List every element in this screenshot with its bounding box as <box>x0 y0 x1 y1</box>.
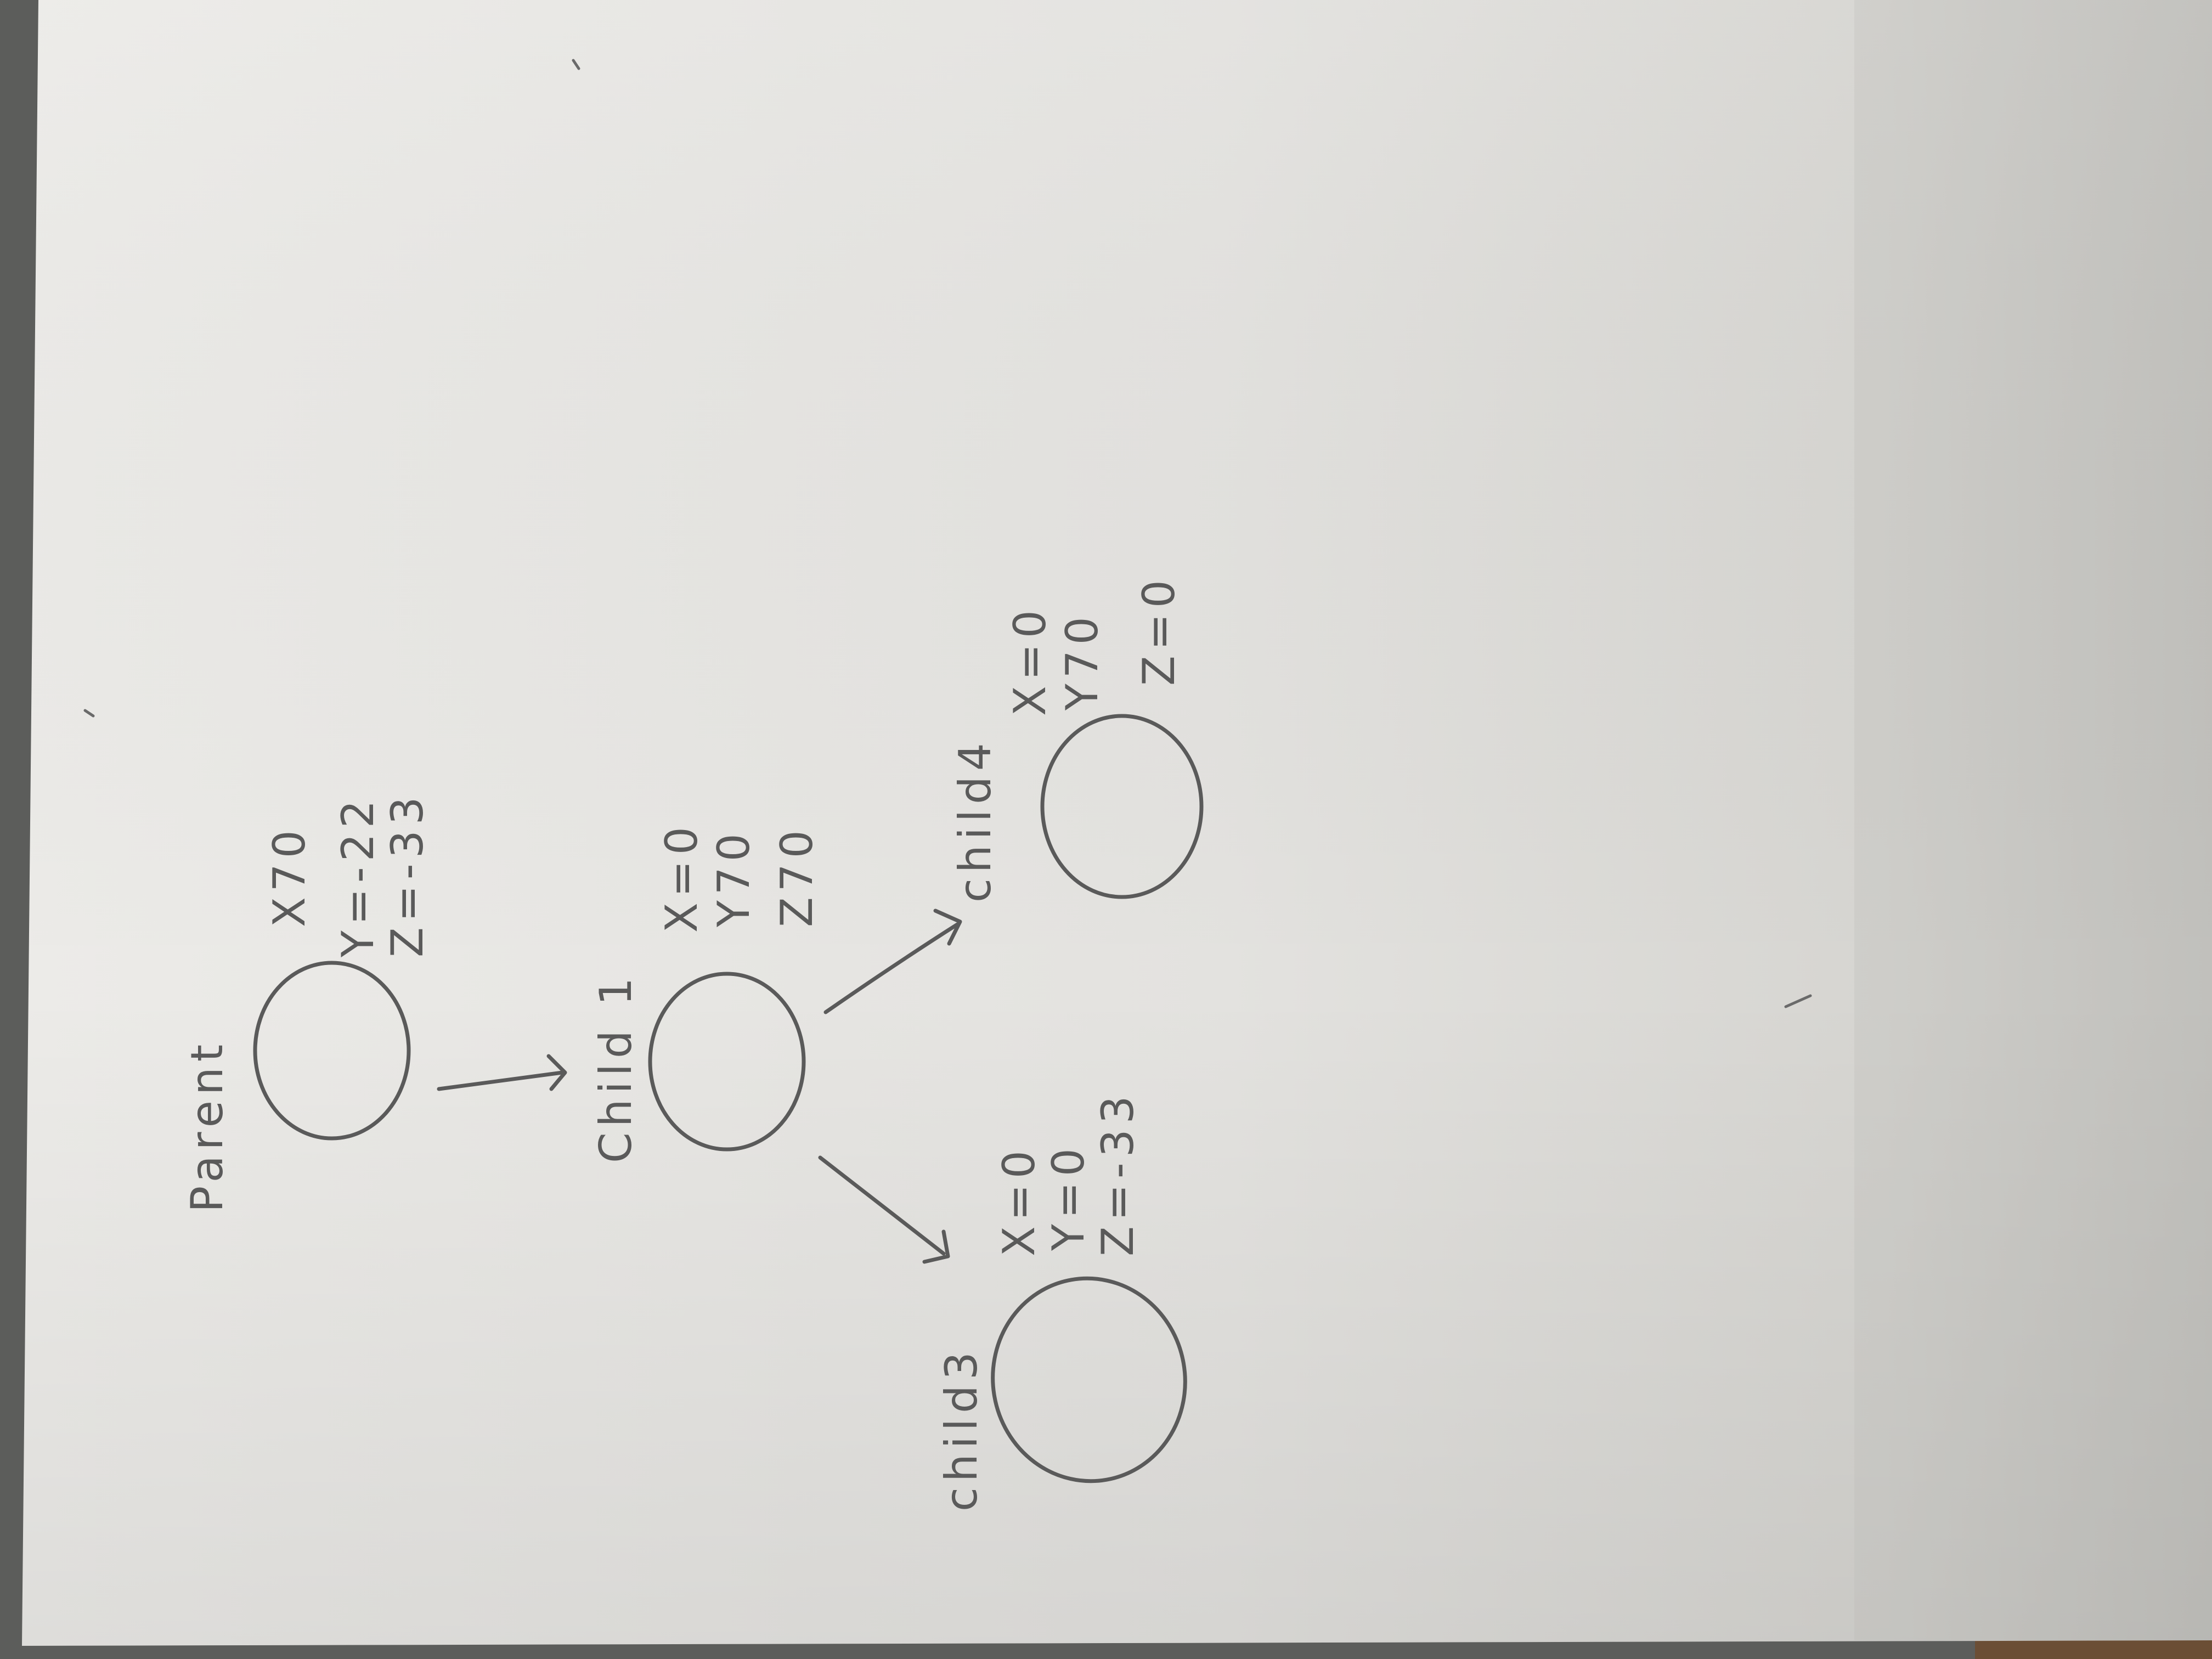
node-child1-value-y: Y70 <box>708 828 759 928</box>
node-child4-circle <box>1040 714 1204 899</box>
paper-specks <box>83 59 1812 1008</box>
node-child1-value-x: X=0 <box>656 821 707 933</box>
node-child4-value-x: X=0 <box>1005 605 1056 716</box>
node-child1-text: Child 1 X=0 Y70 Z70 <box>590 821 822 1163</box>
node-parent-circle <box>253 961 411 1141</box>
node-child3-label: child3 <box>936 1346 987 1511</box>
node-child3-value-x: X=0 <box>994 1145 1045 1256</box>
paper-fold-shadow <box>1854 0 2212 1640</box>
node-parent-label: Parent <box>182 1039 233 1212</box>
node-child4-text: child4 X=0 Y70 Z=0 <box>950 574 1184 902</box>
node-parent-text: Parent X70 Y=-22 Z=-33 <box>182 792 433 1213</box>
node-parent-value-x: X70 <box>264 825 315 927</box>
node-parent-value-z: Z=-33 <box>382 792 433 958</box>
node-child4-label: child4 <box>950 737 1001 902</box>
edge-child1-child4 <box>823 909 962 1014</box>
node-parent-value-y: Y=-22 <box>332 794 383 958</box>
node-child4-value-z: Z=0 <box>1133 574 1184 686</box>
node-child1-value-z: Z70 <box>771 825 822 927</box>
edge-child1-child3 <box>818 1155 950 1264</box>
desk-edge-bottom <box>1975 1638 2212 1659</box>
diagram <box>253 714 1204 1483</box>
node-child1-label: Child 1 <box>590 972 641 1163</box>
node-child1-circle <box>648 972 806 1152</box>
node-child3-value-y: Y=0 <box>1043 1143 1094 1251</box>
paper-shading <box>22 0 2212 1646</box>
node-child3-circle <box>991 1276 1187 1483</box>
edge-parent-child1 <box>437 1054 567 1091</box>
node-child3-text: child3 X=0 Y=0 Z=-33 <box>936 1091 1143 1512</box>
node-child4-value-y: Y70 <box>1057 611 1108 711</box>
node-child3-value-z: Z=-33 <box>1092 1091 1143 1257</box>
